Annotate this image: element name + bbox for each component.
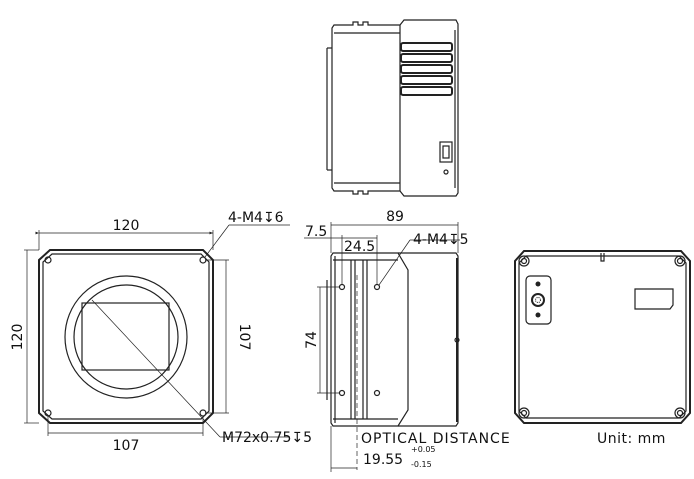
top-view [326,19,459,197]
connector-port [439,141,453,163]
back-view [514,250,691,424]
width-dimension: 120 [113,218,140,234]
front-view: M72x0.75↧5 4-M4↧6 120 120 107 107 [10,210,312,454]
io-connector-panel [525,275,552,325]
optical-distance-label: OPTICAL DISTANCE [361,431,511,447]
vertical-spacing-dimension: 74 [304,331,320,349]
label-plate [634,288,674,310]
hole-spacing-vertical: 107 [236,324,252,351]
side-view: 89 7.5 24.5 4-M4↧5 74 OPTICAL DISTANCE 1… [304,209,511,472]
hole-spacing-dimension: 24.5 [344,239,375,255]
side-hole [338,389,346,397]
sensor-area [81,302,170,371]
unit-label: Unit: mm [597,431,666,447]
tolerance-minus: -0.15 [411,460,432,469]
mount-callout: M72x0.75↧5 [222,430,312,446]
length-dimension: 89 [386,209,404,225]
hole-spacing-horizontal: 107 [113,438,140,454]
lens-mount-ring [64,275,188,399]
side-hole-callout: 4-M4↧5 [413,232,469,248]
side-hole [373,283,381,291]
vent-slots [400,42,453,96]
led-indicator [443,169,449,175]
side-hole [338,283,346,291]
tolerance-plus: +0.05 [411,445,436,454]
optical-distance-value: 19.55 [363,452,403,468]
height-dimension: 120 [10,324,26,351]
offset-dimension: 7.5 [305,224,327,240]
mount-hole [44,256,52,264]
side-hole [373,389,381,397]
front-hole-callout: 4-M4↧6 [228,210,284,226]
circular-connector [531,293,545,307]
